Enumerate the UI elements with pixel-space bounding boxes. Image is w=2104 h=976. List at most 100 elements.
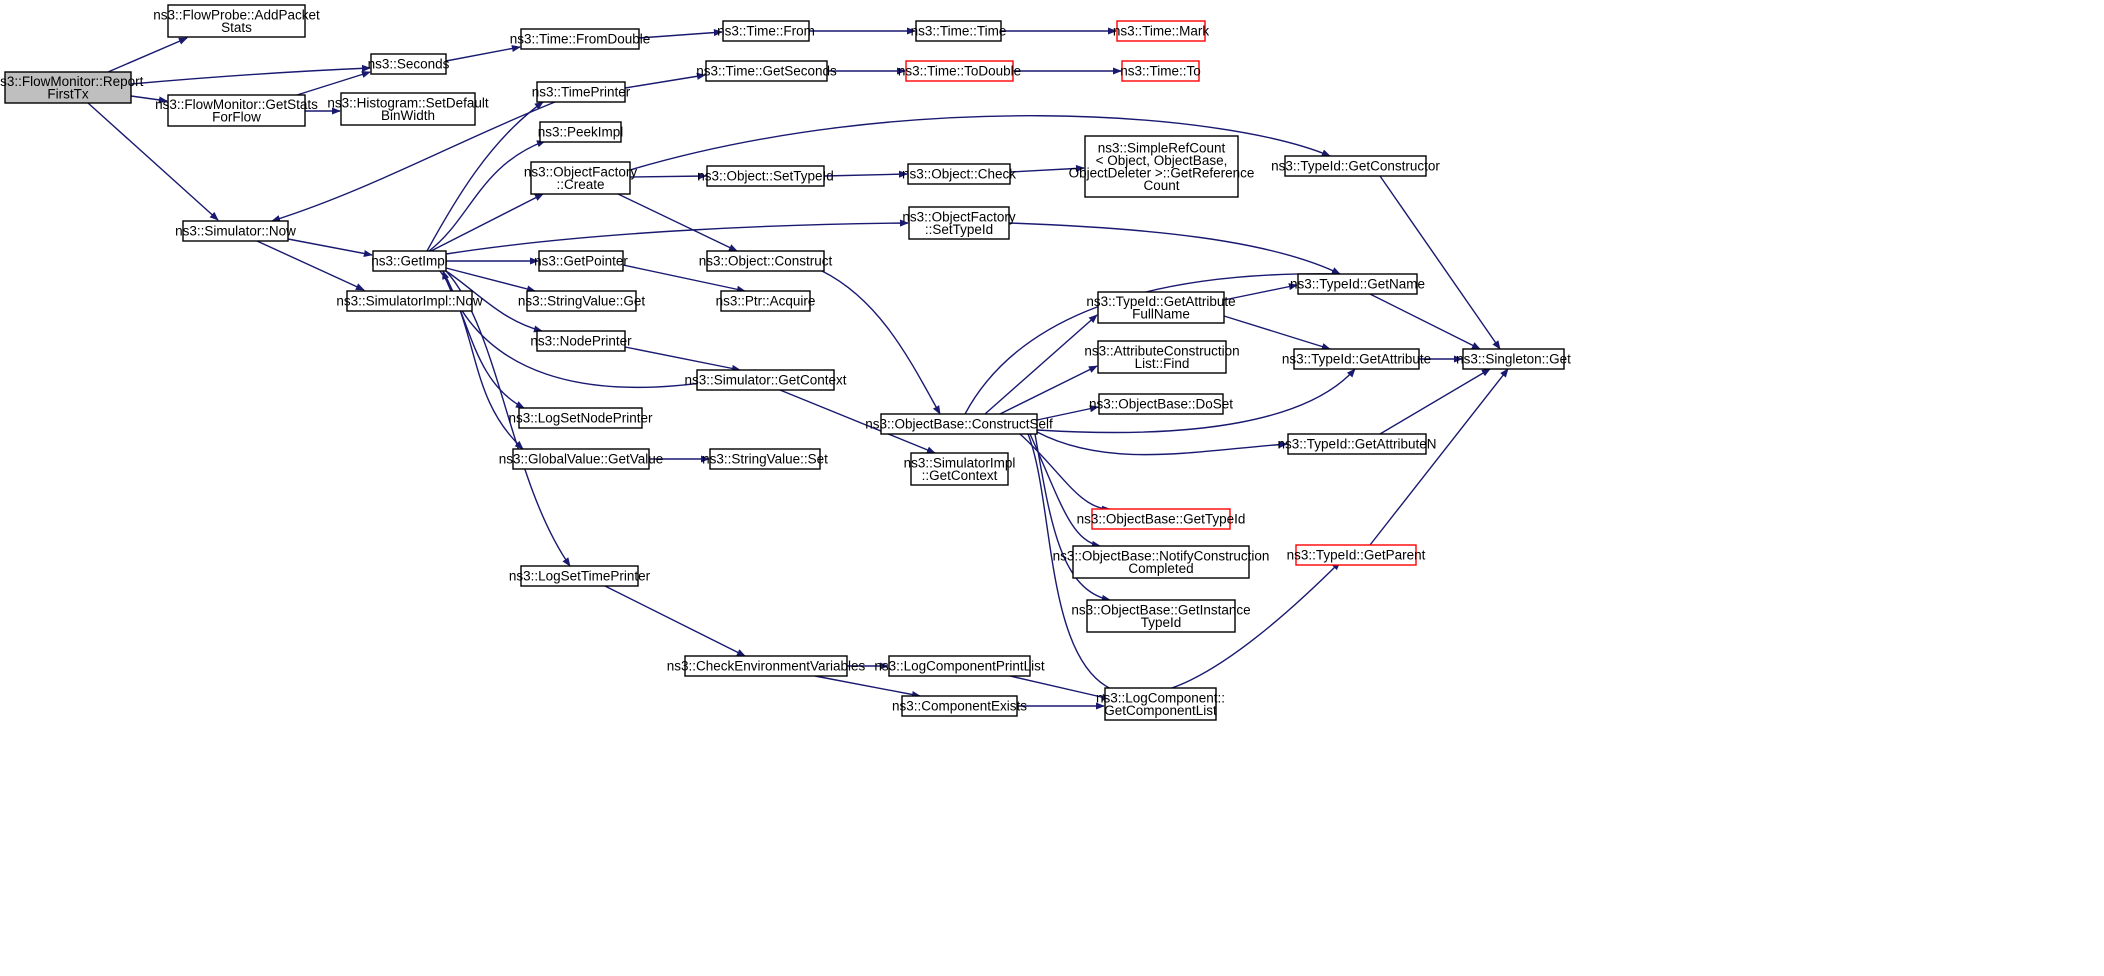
node-box[interactable] [722, 20, 810, 42]
node-box[interactable] [1295, 544, 1417, 566]
node-simulator-now[interactable]: ns3::Simulator::Now [175, 220, 296, 242]
node-box[interactable] [880, 413, 1038, 435]
node-box[interactable] [539, 121, 622, 143]
node-box[interactable] [167, 94, 306, 127]
node-notify-construction-completed[interactable]: ns3::ObjectBase::NotifyConstructionCompl… [1053, 545, 1270, 579]
node-seconds[interactable]: ns3::Seconds [368, 53, 450, 75]
node-log-component-get-component-list[interactable]: ns3::LogComponent::GetComponentList [1096, 687, 1225, 721]
node-time-to[interactable]: ns3::Time::To [1120, 60, 1201, 82]
node-box[interactable] [520, 565, 639, 587]
node-node-printer[interactable]: ns3::NodePrinter [530, 330, 632, 352]
node-box[interactable] [705, 60, 828, 82]
node-type-id-get-parent[interactable]: ns3::TypeId::GetParent [1287, 544, 1426, 566]
node-ptr-acquire[interactable]: ns3::Ptr::Acquire [716, 290, 816, 312]
node-log-set-time-printer[interactable]: ns3::LogSetTimePrinter [509, 565, 651, 587]
node-object-factory-create[interactable]: ns3::ObjectFactory::Create [524, 161, 638, 195]
node-box[interactable] [706, 165, 825, 187]
node-object-base-get-type-id[interactable]: ns3::ObjectBase::GetTypeId [1077, 508, 1246, 530]
node-box[interactable] [372, 250, 447, 272]
node-type-id-get-attribute-n[interactable]: ns3::TypeId::GetAttributeN [1277, 433, 1437, 455]
node-box[interactable] [370, 53, 447, 75]
node-component-exists[interactable]: ns3::ComponentExists [892, 695, 1027, 717]
node-box[interactable] [910, 452, 1009, 486]
node-object-check[interactable]: ns3::Object::Check [902, 163, 1016, 185]
node-box[interactable] [182, 220, 289, 242]
node-box[interactable] [1098, 393, 1224, 415]
node-box[interactable] [1297, 273, 1418, 295]
node-box[interactable] [706, 250, 825, 272]
node-simulator-impl-now[interactable]: ns3::SimulatorImpl::Now [336, 290, 483, 312]
node-time-from[interactable]: ns3::Time::From [717, 20, 815, 42]
node-box[interactable] [520, 28, 640, 50]
node-time-mark[interactable]: ns3::Time::Mark [1113, 20, 1210, 42]
node-box[interactable] [905, 60, 1014, 82]
node-box[interactable] [1287, 433, 1427, 455]
node-box[interactable] [901, 695, 1018, 717]
node-box[interactable] [1462, 348, 1565, 370]
node-object-construct[interactable]: ns3::Object::Construct [699, 250, 833, 272]
node-box[interactable] [1116, 20, 1206, 42]
node-object-base-do-set[interactable]: ns3::ObjectBase::DoSet [1089, 393, 1233, 415]
node-box[interactable] [1084, 135, 1239, 198]
node-string-value-set[interactable]: ns3::StringValue::Set [702, 448, 828, 470]
node-box[interactable] [915, 20, 1002, 42]
node-from-double[interactable]: ns3::Time::FromDouble [510, 28, 651, 50]
node-type-id-get-name[interactable]: ns3::TypeId::GetName [1290, 273, 1425, 295]
node-box[interactable] [720, 290, 811, 312]
node-box[interactable] [1104, 687, 1217, 721]
node-box[interactable] [1293, 348, 1420, 370]
node-simple-ref-count[interactable]: ns3::SimpleRefCount< Object, ObjectBase,… [1069, 135, 1255, 198]
node-box[interactable] [907, 163, 1011, 185]
node-box[interactable] [512, 448, 650, 470]
node-box[interactable] [1072, 545, 1250, 579]
node-box[interactable] [536, 330, 626, 352]
node-box[interactable] [526, 290, 637, 312]
node-simulator-impl-get-context[interactable]: ns3::SimulatorImpl::GetContext [904, 452, 1016, 486]
node-time-time[interactable]: ns3::Time::Time [911, 20, 1007, 42]
node-string-value-get[interactable]: ns3::StringValue::Get [518, 290, 646, 312]
node-box[interactable] [1121, 60, 1200, 82]
node-object-base-construct-self[interactable]: ns3::ObjectBase::ConstructSelf [865, 413, 1053, 435]
node-box[interactable] [696, 369, 835, 391]
node-log-component-print-list[interactable]: ns3::LogComponentPrintList [874, 655, 1045, 677]
node-time-get-seconds[interactable]: ns3::Time::GetSeconds [696, 60, 837, 82]
node-box[interactable] [1091, 508, 1231, 530]
node-box[interactable] [518, 407, 643, 429]
node-time-to-double[interactable]: ns3::Time::ToDouble [898, 60, 1021, 82]
node-get-pointer[interactable]: ns3::GetPointer [534, 250, 628, 272]
node-box[interactable] [167, 4, 306, 38]
node-object-set-type-id[interactable]: ns3::Object::SetTypeId [697, 165, 834, 187]
node-box[interactable] [530, 161, 631, 195]
node-simulator-get-context[interactable]: ns3::Simulator::GetContext [684, 369, 847, 391]
node-box[interactable] [908, 206, 1010, 240]
node-box[interactable] [538, 250, 624, 272]
node-box[interactable] [340, 92, 476, 126]
node-type-id-get-constructor[interactable]: ns3::TypeId::GetConstructor [1271, 155, 1440, 177]
node-log-set-node-printer[interactable]: ns3::LogSetNodePrinter [508, 407, 653, 429]
node-box[interactable] [1086, 599, 1236, 633]
node-box[interactable] [1284, 155, 1427, 177]
node-box[interactable] [888, 655, 1031, 677]
node-global-value-get-value[interactable]: ns3::GlobalValue::GetValue [499, 448, 664, 470]
node-box[interactable] [4, 71, 132, 104]
node-box[interactable] [709, 448, 821, 470]
node-box[interactable] [684, 655, 848, 677]
node-box[interactable] [346, 290, 473, 312]
node-box[interactable] [536, 81, 626, 103]
node-singleton-get[interactable]: ns3::Singleton::Get [1456, 348, 1571, 370]
node-box[interactable] [1097, 291, 1225, 324]
node-get-impl[interactable]: ns3::GetImpl [371, 250, 448, 272]
node-box[interactable] [1097, 340, 1227, 374]
node-peek-impl[interactable]: ns3::PeekImpl [538, 121, 624, 143]
node-type-id-get-attribute[interactable]: ns3::TypeId::GetAttribute [1282, 348, 1431, 370]
node-check-environment-variables[interactable]: ns3::CheckEnvironmentVariables [667, 655, 866, 677]
node-time-printer[interactable]: ns3::TimePrinter [532, 81, 631, 103]
node-object-factory-set-type-id[interactable]: ns3::ObjectFactory::SetTypeId [902, 206, 1016, 240]
